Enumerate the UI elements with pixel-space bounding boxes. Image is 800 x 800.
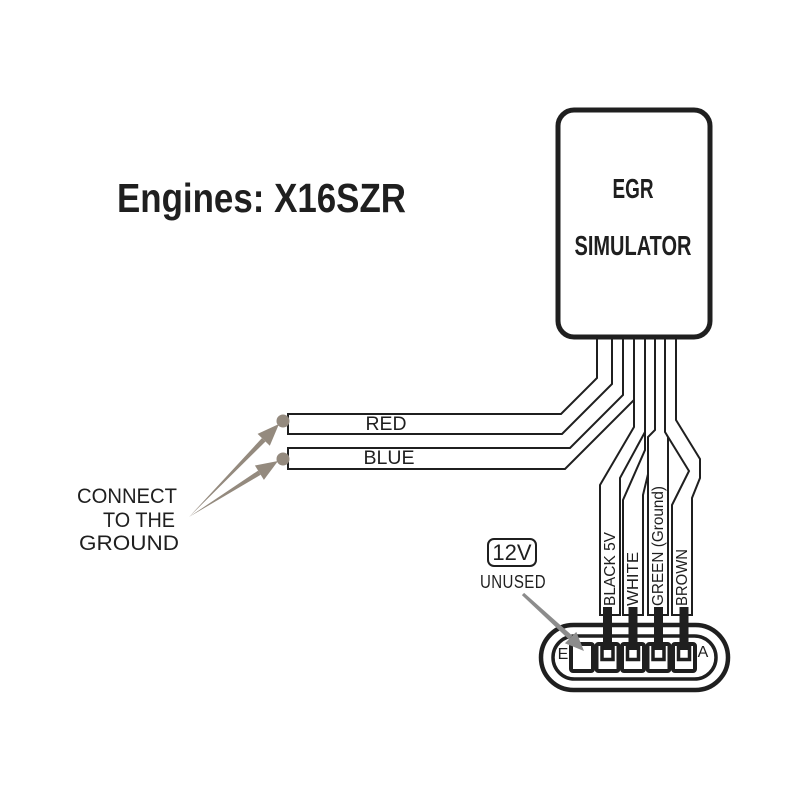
pin-terminal-black [600,646,615,662]
black-wire-label: BLACK 5V [602,532,619,606]
device-name-line1: EGR [613,173,654,204]
connector-pin-e-unused [569,642,595,673]
ground-note-line3: GROUND [79,532,179,555]
white-wire-label: WHITE [625,552,642,606]
ground-arrow-blue-head-icon [254,461,278,480]
device-name-line2: SIMULATOR [575,230,692,261]
black-wire-stub [603,607,612,650]
ground-arrow-red-shaft [189,438,266,517]
unused-label: UNUSED [480,572,546,592]
unused-arrow-head-icon [564,631,584,651]
pin-terminal-brown [676,646,692,662]
voltage-badge-box [487,538,537,567]
page-title: Engines: X16SZR [117,175,406,221]
white-wire-stub [628,607,638,650]
ground-note-line1: CONNECT [77,485,177,508]
red-wire-label: RED [366,414,407,435]
connector-right-pin-label: A [698,644,709,661]
brown-wire [664,331,701,616]
green-wire-label: GREEN (Ground) [650,486,667,606]
ground-dot-blue [276,452,290,466]
connector-left-pin-label: E [558,646,569,663]
green-wire-stub [654,607,663,650]
ground-dot-red [276,414,290,428]
pin-terminal-green [651,646,666,662]
ground-arrow-red-head-icon [257,424,279,446]
ground-note-line2: TO THE [103,509,175,532]
unused-arrow-shaft [521,592,573,640]
pin-terminal-white [625,646,641,662]
blue-wire-label: BLUE [364,448,415,469]
voltage-badge-label: 12V [492,540,531,565]
ground-arrow-blue-shaft [189,470,261,517]
brown-wire-label: BROWN [674,549,691,606]
brown-wire-stub [679,607,689,650]
egr-simulator-box [555,107,713,340]
